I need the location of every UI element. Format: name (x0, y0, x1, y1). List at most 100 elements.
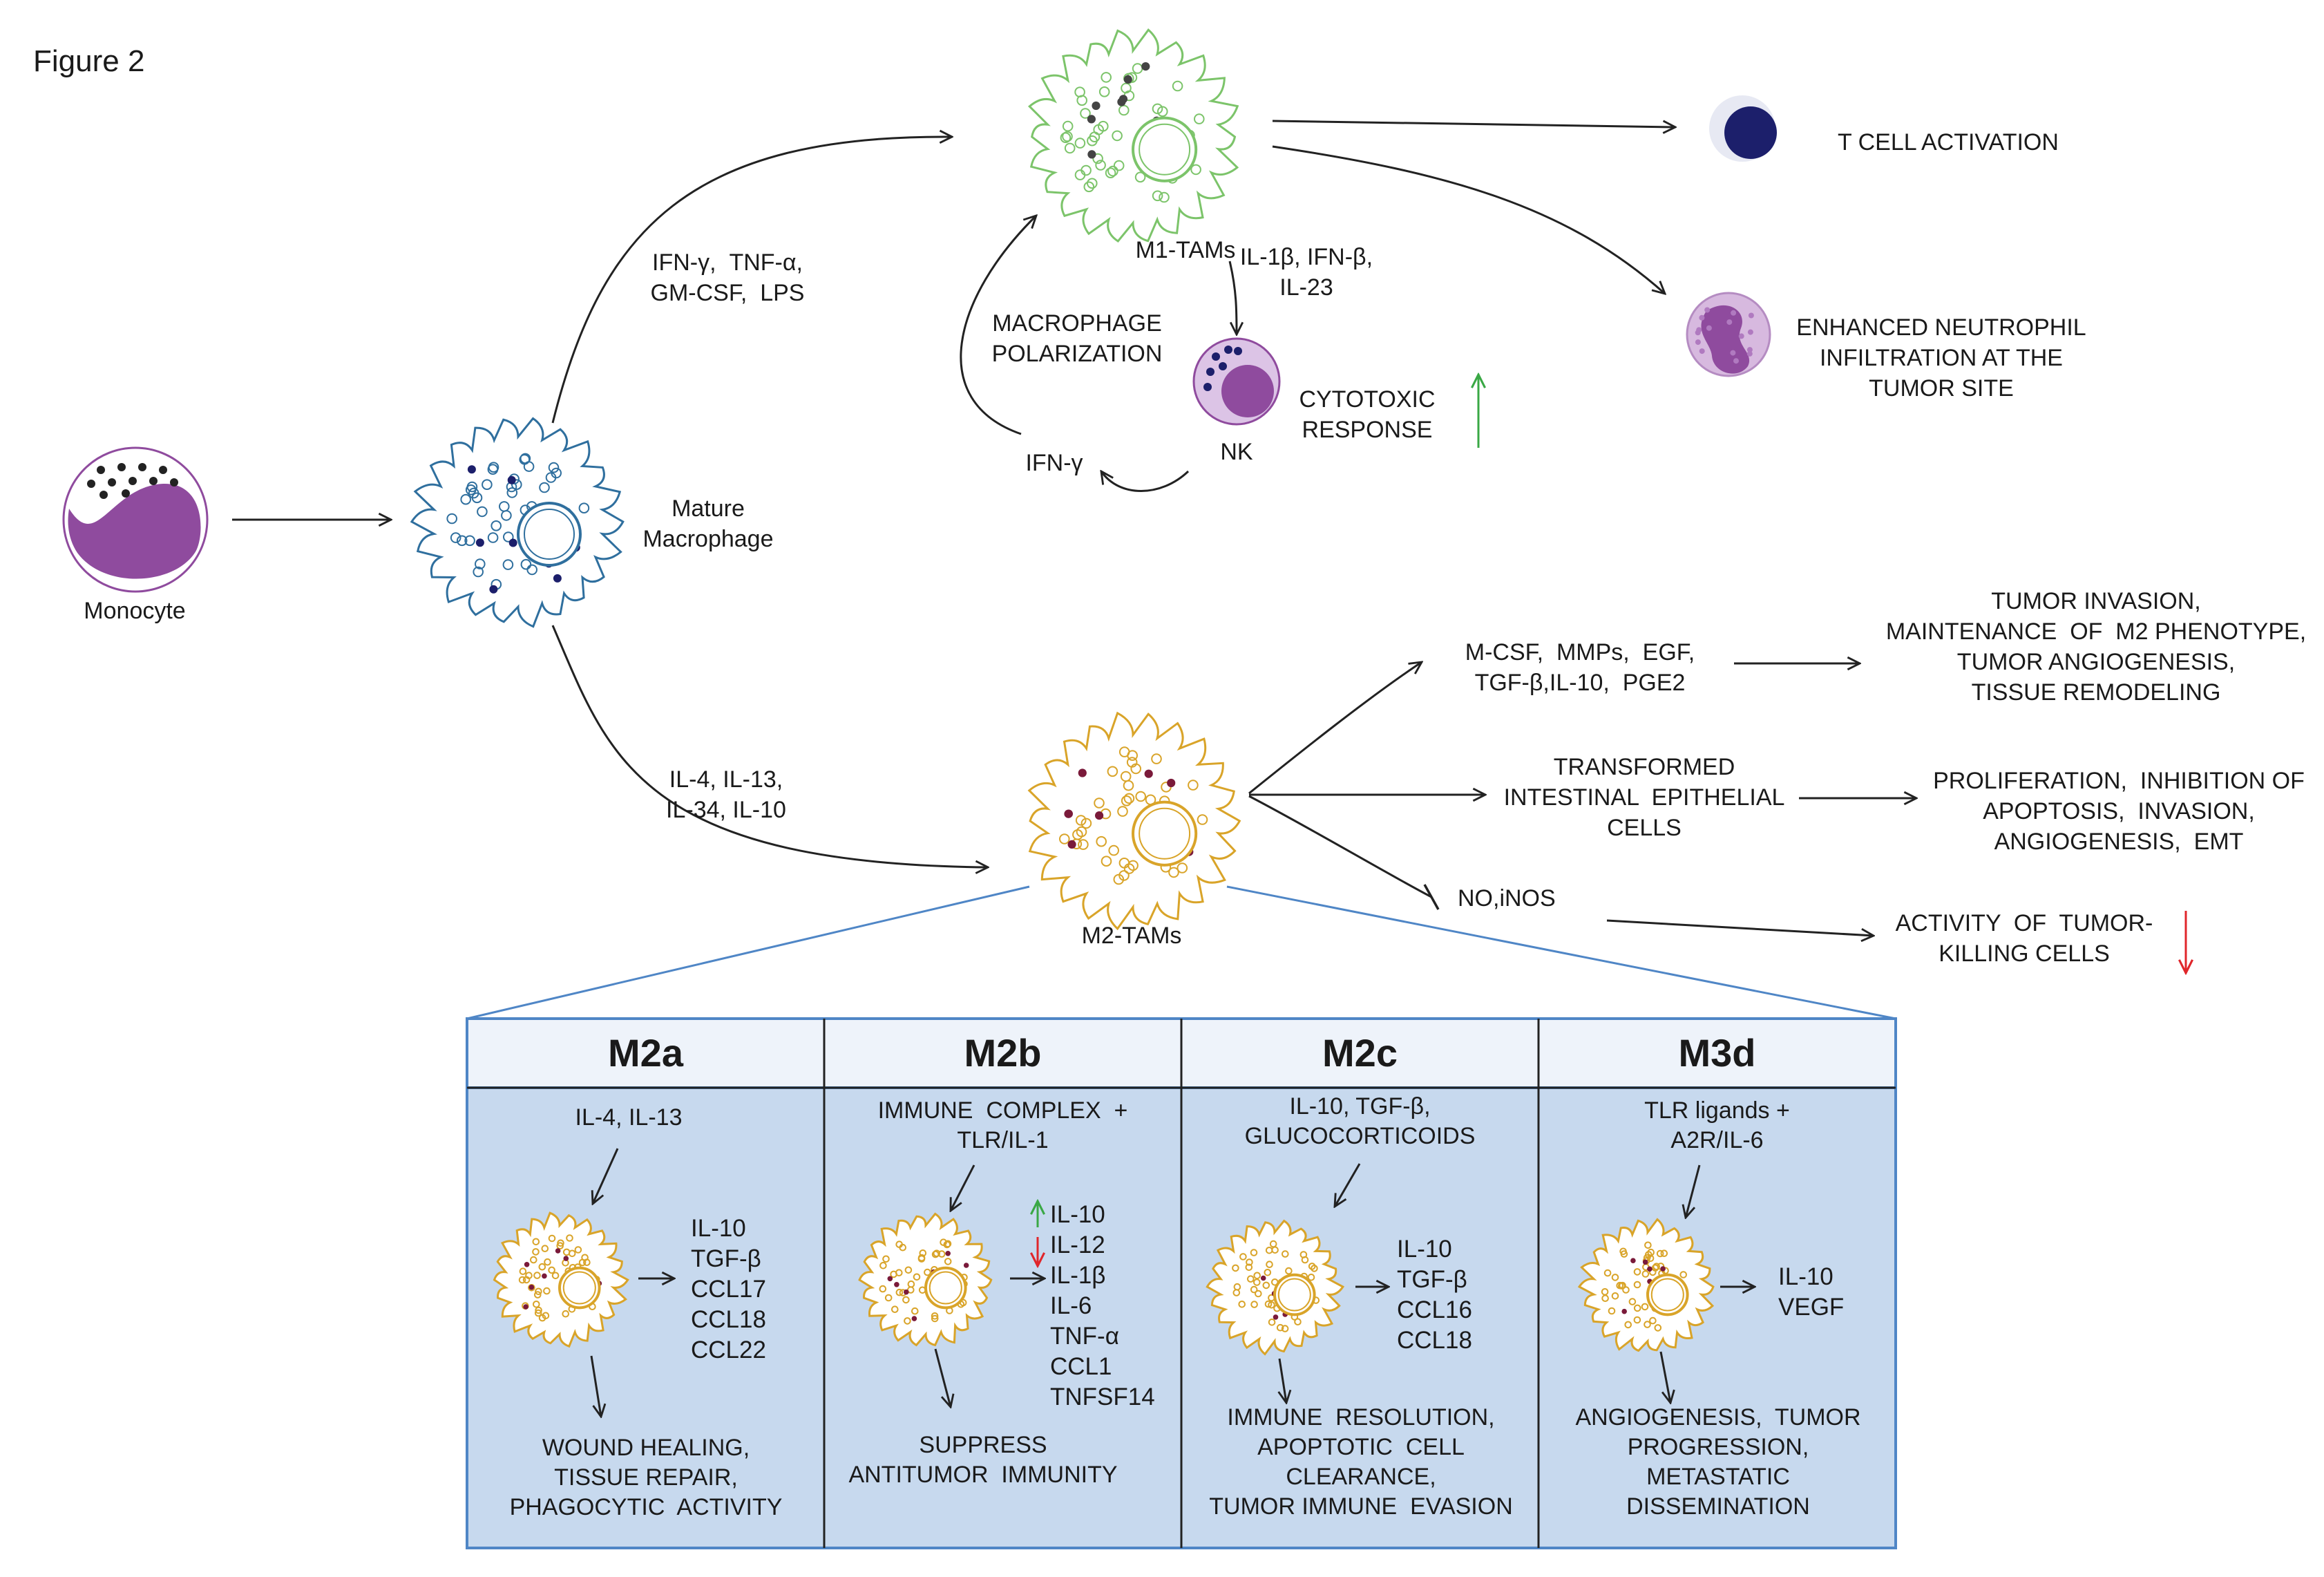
m2c-function: IMMUNE RESOLUTION, APOPTOTIC CELL CLEARA… (1209, 1404, 1513, 1520)
vesicle (520, 453, 531, 464)
vesicle (1633, 1304, 1641, 1312)
vesicle (1276, 1323, 1284, 1332)
vesicle (460, 493, 472, 505)
nk-cell-icon (1192, 337, 1281, 426)
vesicle (911, 1307, 919, 1315)
vesicle (503, 531, 514, 542)
vesicle (879, 1285, 887, 1293)
vesicle (499, 501, 510, 512)
vesicle (1157, 106, 1168, 117)
m3d-stimulus: TLR ligands + A2R/IL-6 (1644, 1097, 1790, 1153)
vesicle (1062, 120, 1074, 132)
vesicle (1107, 165, 1118, 177)
granule (1621, 1308, 1627, 1314)
vesicle (1628, 1298, 1637, 1305)
m2a-markers: IL-10 TGF-β CCL17 CCL18 CCL22 (691, 1215, 766, 1363)
vesicle (1152, 103, 1163, 115)
vesicle (1250, 1249, 1258, 1256)
neutrophil-granule (1738, 333, 1744, 339)
vesicle (895, 1269, 903, 1276)
granule (1087, 150, 1096, 159)
vesicle (1620, 1250, 1628, 1258)
vesicle (446, 513, 458, 525)
vesicle (1268, 1301, 1275, 1309)
inhibit-m2-to-no (1248, 795, 1432, 898)
vesicle (464, 535, 475, 547)
vesicle (1075, 815, 1087, 826)
vesicle (1095, 160, 1106, 171)
t-cell-nucleus (1724, 106, 1777, 159)
cell-membrane (1577, 1218, 1715, 1352)
nucleus (1132, 800, 1198, 867)
monocyte-granule (159, 466, 167, 474)
vesicle (913, 1273, 921, 1281)
vesicle (1113, 160, 1125, 171)
vesicle (1112, 130, 1123, 142)
vesicle (1232, 1289, 1241, 1296)
nk-granule (1203, 383, 1212, 391)
granule (1095, 811, 1104, 820)
neutrophil-granule (1699, 314, 1705, 321)
granule (1273, 1314, 1279, 1320)
vesicle (1096, 835, 1107, 847)
granule (475, 538, 484, 547)
monocyte-granule (108, 478, 116, 487)
vesicle (1644, 1321, 1651, 1328)
m3d-function-arrow (1659, 1351, 1670, 1403)
monocyte-granule (122, 489, 130, 498)
arrow-no-to-effects (1606, 919, 1874, 936)
killing-cells-effects-label: ACTIVITY OF TUMOR- KILLING CELLS (1895, 910, 2153, 967)
neutrophil-icon (1686, 292, 1771, 377)
vesicle (1087, 135, 1098, 147)
neutrophil-granule (1746, 347, 1753, 353)
vesicle (1660, 1249, 1668, 1257)
vesicle (1074, 86, 1085, 97)
m2c-stimulus-arrow (1335, 1163, 1361, 1207)
vesicle (532, 1248, 540, 1256)
vesicle (487, 532, 499, 543)
m3d-function: ANGIOGENESIS, TUMOR PROGRESSION, METASTA… (1575, 1404, 1861, 1520)
vesicle (522, 1276, 531, 1284)
vesicle (1168, 867, 1179, 878)
vesicle (533, 1301, 540, 1308)
monocyte-nucleus (68, 483, 201, 579)
vesicle (477, 506, 488, 518)
granule (489, 585, 498, 594)
granule (507, 475, 516, 484)
granule (1642, 1259, 1648, 1265)
vesicle (1247, 1275, 1255, 1283)
m2c-function-arrow (1279, 1358, 1286, 1403)
vesicle (526, 564, 538, 576)
vesicle (1151, 753, 1162, 764)
vesicle (1080, 164, 1092, 176)
arrow-m2-to-secreted (1248, 662, 1422, 795)
vesicle (1134, 171, 1146, 183)
vesicle (535, 1287, 542, 1296)
vesicle (1101, 72, 1112, 83)
vesicle (1262, 1281, 1270, 1290)
vesicle (1188, 780, 1199, 791)
vesicle (539, 482, 550, 493)
vesicle (1656, 1249, 1664, 1258)
m2-tams-label: M2-TAMs (1081, 923, 1182, 949)
macrophage-polarization-label: MACROPHAGE POLARIZATION (991, 310, 1163, 367)
granule (945, 1251, 951, 1256)
t-cell-activation-label: T CELL ACTIVATION (1838, 129, 2059, 155)
granule (528, 1284, 535, 1290)
monocyte-granule (128, 477, 137, 485)
vesicle (1253, 1272, 1261, 1280)
vesicle (1649, 1316, 1657, 1325)
vesicle (1253, 1278, 1261, 1286)
vesicle (1130, 763, 1141, 775)
m2a-function: WOUND HEALING, TISSUE REPAIR, PHAGOCYTIC… (509, 1435, 783, 1520)
vesicle (1608, 1307, 1616, 1315)
nucleus (517, 502, 582, 567)
vesicle (534, 1309, 542, 1317)
m3d-heading: M3d (1678, 1031, 1756, 1075)
vesicle (1264, 1300, 1273, 1308)
neutrophil-granule (1704, 307, 1711, 313)
nucleus (1273, 1273, 1316, 1316)
vesicle (544, 1258, 551, 1266)
vesicle (1294, 1318, 1302, 1325)
